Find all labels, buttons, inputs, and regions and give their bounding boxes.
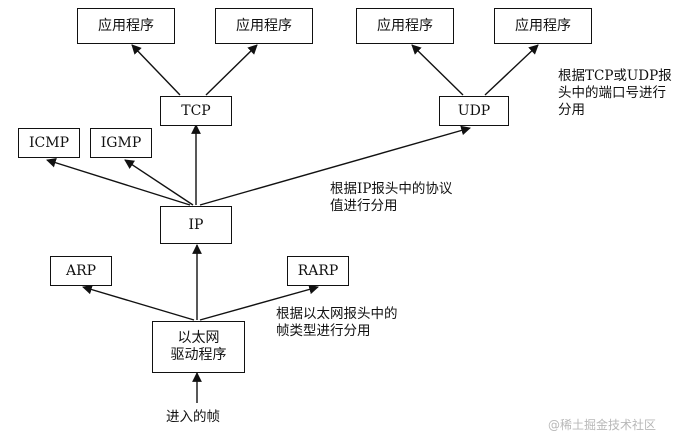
port-note-line-2: 头中的端口号进行 (558, 85, 666, 101)
rarp-box: RARP (287, 256, 349, 286)
app-box-3-label: 应用程序 (377, 17, 433, 34)
app-box-2-label: 应用程序 (236, 17, 292, 34)
app-box-1: 应用程序 (77, 8, 175, 44)
protocol-demux-note: 根据IP报头中的协议 值进行分用 (330, 181, 452, 215)
arrow-ip-to-igmp (124, 159, 194, 206)
arrow-driver-to-rarp (199, 284, 319, 321)
tcp-label: TCP (181, 102, 211, 119)
app-box-3: 应用程序 (356, 8, 454, 44)
arp-label: ARP (65, 262, 97, 279)
igmp-label: IGMP (100, 134, 142, 151)
arrow-tcp-to-app1 (131, 44, 181, 96)
ip-label: IP (188, 216, 204, 233)
udp-label: UDP (457, 102, 491, 119)
arp-box: ARP (50, 256, 112, 286)
arrow-driver-to-arp (82, 284, 195, 321)
udp-box: UDP (439, 96, 509, 126)
ip-box: IP (160, 206, 232, 244)
tcp-box: TCP (160, 96, 232, 126)
frame-type-note-line-2: 帧类型进行分用 (276, 323, 371, 339)
igmp-box: IGMP (90, 128, 152, 158)
frame-type-demux-note: 根据以太网报头中的 帧类型进行分用 (276, 306, 398, 340)
driver-label-line-1: 以太网 (177, 330, 220, 346)
arrow-udp-to-app4 (484, 44, 539, 96)
incoming-frame-label: 进入的帧 (166, 409, 220, 426)
app-box-4: 应用程序 (494, 8, 592, 44)
incoming-frame-text: 进入的帧 (166, 409, 220, 425)
watermark: @稀土掘金技术社区 (548, 416, 656, 433)
arrow-ip-to-icmp (46, 157, 191, 206)
watermark-text: @稀土掘金技术社区 (548, 418, 657, 432)
app-box-4-label: 应用程序 (515, 17, 571, 34)
arrow-tcp-to-app2 (205, 44, 258, 96)
port-demux-note: 根据TCP或UDP报 头中的端口号进行 分用 (558, 68, 672, 119)
frame-type-note-line-1: 根据以太网报头中的 (276, 306, 398, 322)
arrow-ip-to-udp (199, 125, 471, 206)
port-note-line-1: 根据TCP或UDP报 (558, 68, 672, 84)
port-note-line-3: 分用 (558, 102, 585, 118)
icmp-box: ICMP (18, 128, 80, 158)
rarp-label: RARP (297, 262, 339, 279)
arrow-udp-to-app3 (411, 44, 464, 96)
app-box-2: 应用程序 (215, 8, 313, 44)
protocol-note-line-2: 值进行分用 (330, 198, 398, 214)
app-box-1-label: 应用程序 (98, 17, 154, 34)
protocol-note-line-1: 根据IP报头中的协议 (330, 181, 453, 197)
icmp-label: ICMP (29, 134, 69, 151)
driver-label-line-2: 驱动程序 (170, 347, 227, 363)
ethernet-driver-box: 以太网 驱动程序 (152, 321, 245, 373)
